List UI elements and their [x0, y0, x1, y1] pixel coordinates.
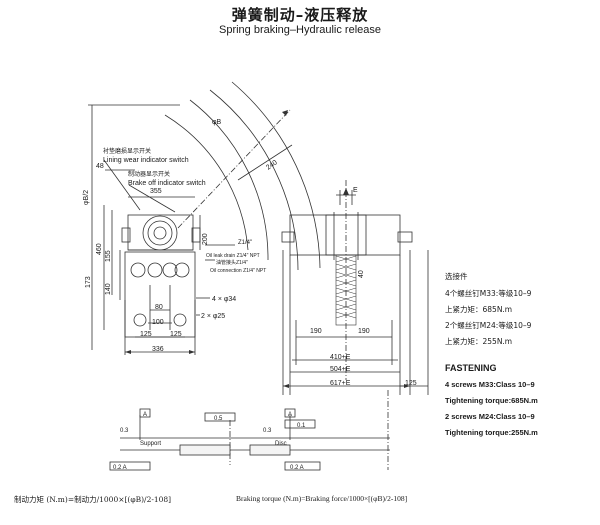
label-oil-conn-en: Oil connection Z1/4" NPT — [210, 268, 266, 274]
fastening-line2: Tightening torque:685N.m — [445, 396, 538, 405]
dim-504E: 504+E — [330, 366, 351, 373]
label-z14: Z1/4" — [238, 240, 252, 246]
tol-datum-A2: A — [288, 412, 292, 418]
dim-40: 40 — [358, 270, 365, 278]
dim-phiB: φB — [212, 119, 222, 126]
options-title-cn: 选接件 — [445, 272, 468, 281]
dim-460: 460 — [96, 243, 103, 255]
label-disc: Disc — [275, 441, 287, 447]
options-line4-cn: 上紧力矩：255N.m — [445, 337, 513, 346]
tol-flatness-b: 0.2 A — [290, 465, 304, 471]
dim-617E: 617+E — [330, 380, 351, 387]
dim-190-b: 190 — [358, 328, 370, 335]
fastening-line3: 2 screws M24:Class 10–9 — [445, 412, 535, 421]
dim-155: 155 — [105, 250, 112, 262]
label-oil-conn-cn: 油管接头Z1/4" — [216, 259, 248, 266]
disc-arc-core — [164, 114, 249, 251]
title-chinese: 弹簧制动–液压释放 — [231, 6, 369, 24]
disc-arc-outer — [231, 81, 321, 269]
label-lining-cn: 衬垫磨损显示开关 — [103, 147, 151, 155]
dim-phiB2: φB/2 — [83, 190, 90, 205]
dim-355: 355 — [150, 188, 162, 195]
dim-173: 173 — [85, 276, 92, 288]
dim-336: 336 — [152, 346, 164, 353]
title-english: Spring braking–Hydraulic release — [218, 24, 382, 36]
label-lining-en: Lining wear indicator switch — [103, 157, 189, 164]
fastening-line4: Tightening torque:255N.m — [445, 428, 538, 437]
tol-flat-03-b: 0.3 — [263, 428, 272, 434]
options-line2-cn: 上紧力矩：685N.m — [445, 305, 513, 314]
label-oil-leak: Oil leak drain Z1/4" NPT — [206, 253, 260, 259]
label-brake-en: Brake off indicator switch — [128, 180, 206, 187]
dim-410E: 410+E — [330, 354, 351, 361]
options-line1-cn: 4个螺丝钉M33:等级10–9 — [445, 289, 532, 298]
dim-E: E — [353, 187, 358, 194]
dim-200: 200 — [202, 233, 209, 245]
dim-48: 48 — [96, 163, 104, 170]
tol-flatness-a: 0.2 A — [113, 465, 127, 471]
dim-125-b: 125 — [170, 331, 182, 338]
dim-125: 125 — [405, 380, 417, 387]
tol-box-01: 0.1 — [297, 423, 306, 429]
dim-80: 80 — [155, 304, 163, 311]
label-brake-cn: 制动器显示开关 — [128, 170, 170, 178]
fastening-title: FASTENING — [445, 363, 497, 373]
dim-190-a: 190 — [310, 328, 322, 335]
formula-cn: 制动力矩 (N.m)=制动力/1000×[(φB)/2-108] — [14, 495, 172, 504]
formula-en: Braking torque (N.m)=Braking force/1000×… — [236, 494, 408, 503]
disc-arc-inner — [189, 99, 269, 261]
dim-125-a: 125 — [140, 331, 152, 338]
tol-flat-03: 0.3 — [120, 428, 129, 434]
label-support: Support — [140, 441, 161, 447]
holes-2xphi25: 2 × φ25 — [201, 313, 225, 320]
tol-datum-A: A — [143, 412, 147, 418]
holes-4xphi34: 4 × φ34 — [212, 296, 236, 303]
disc-arc-mid — [209, 89, 299, 271]
dim-140: 140 — [105, 283, 112, 295]
fastening-line1: 4 screws M33:Class 10–9 — [445, 380, 535, 389]
options-line3-cn: 2个螺丝钉M24:等级10–9 — [445, 321, 532, 330]
dim-100: 100 — [152, 319, 164, 326]
tol-box-05: 0.5 — [214, 416, 223, 422]
